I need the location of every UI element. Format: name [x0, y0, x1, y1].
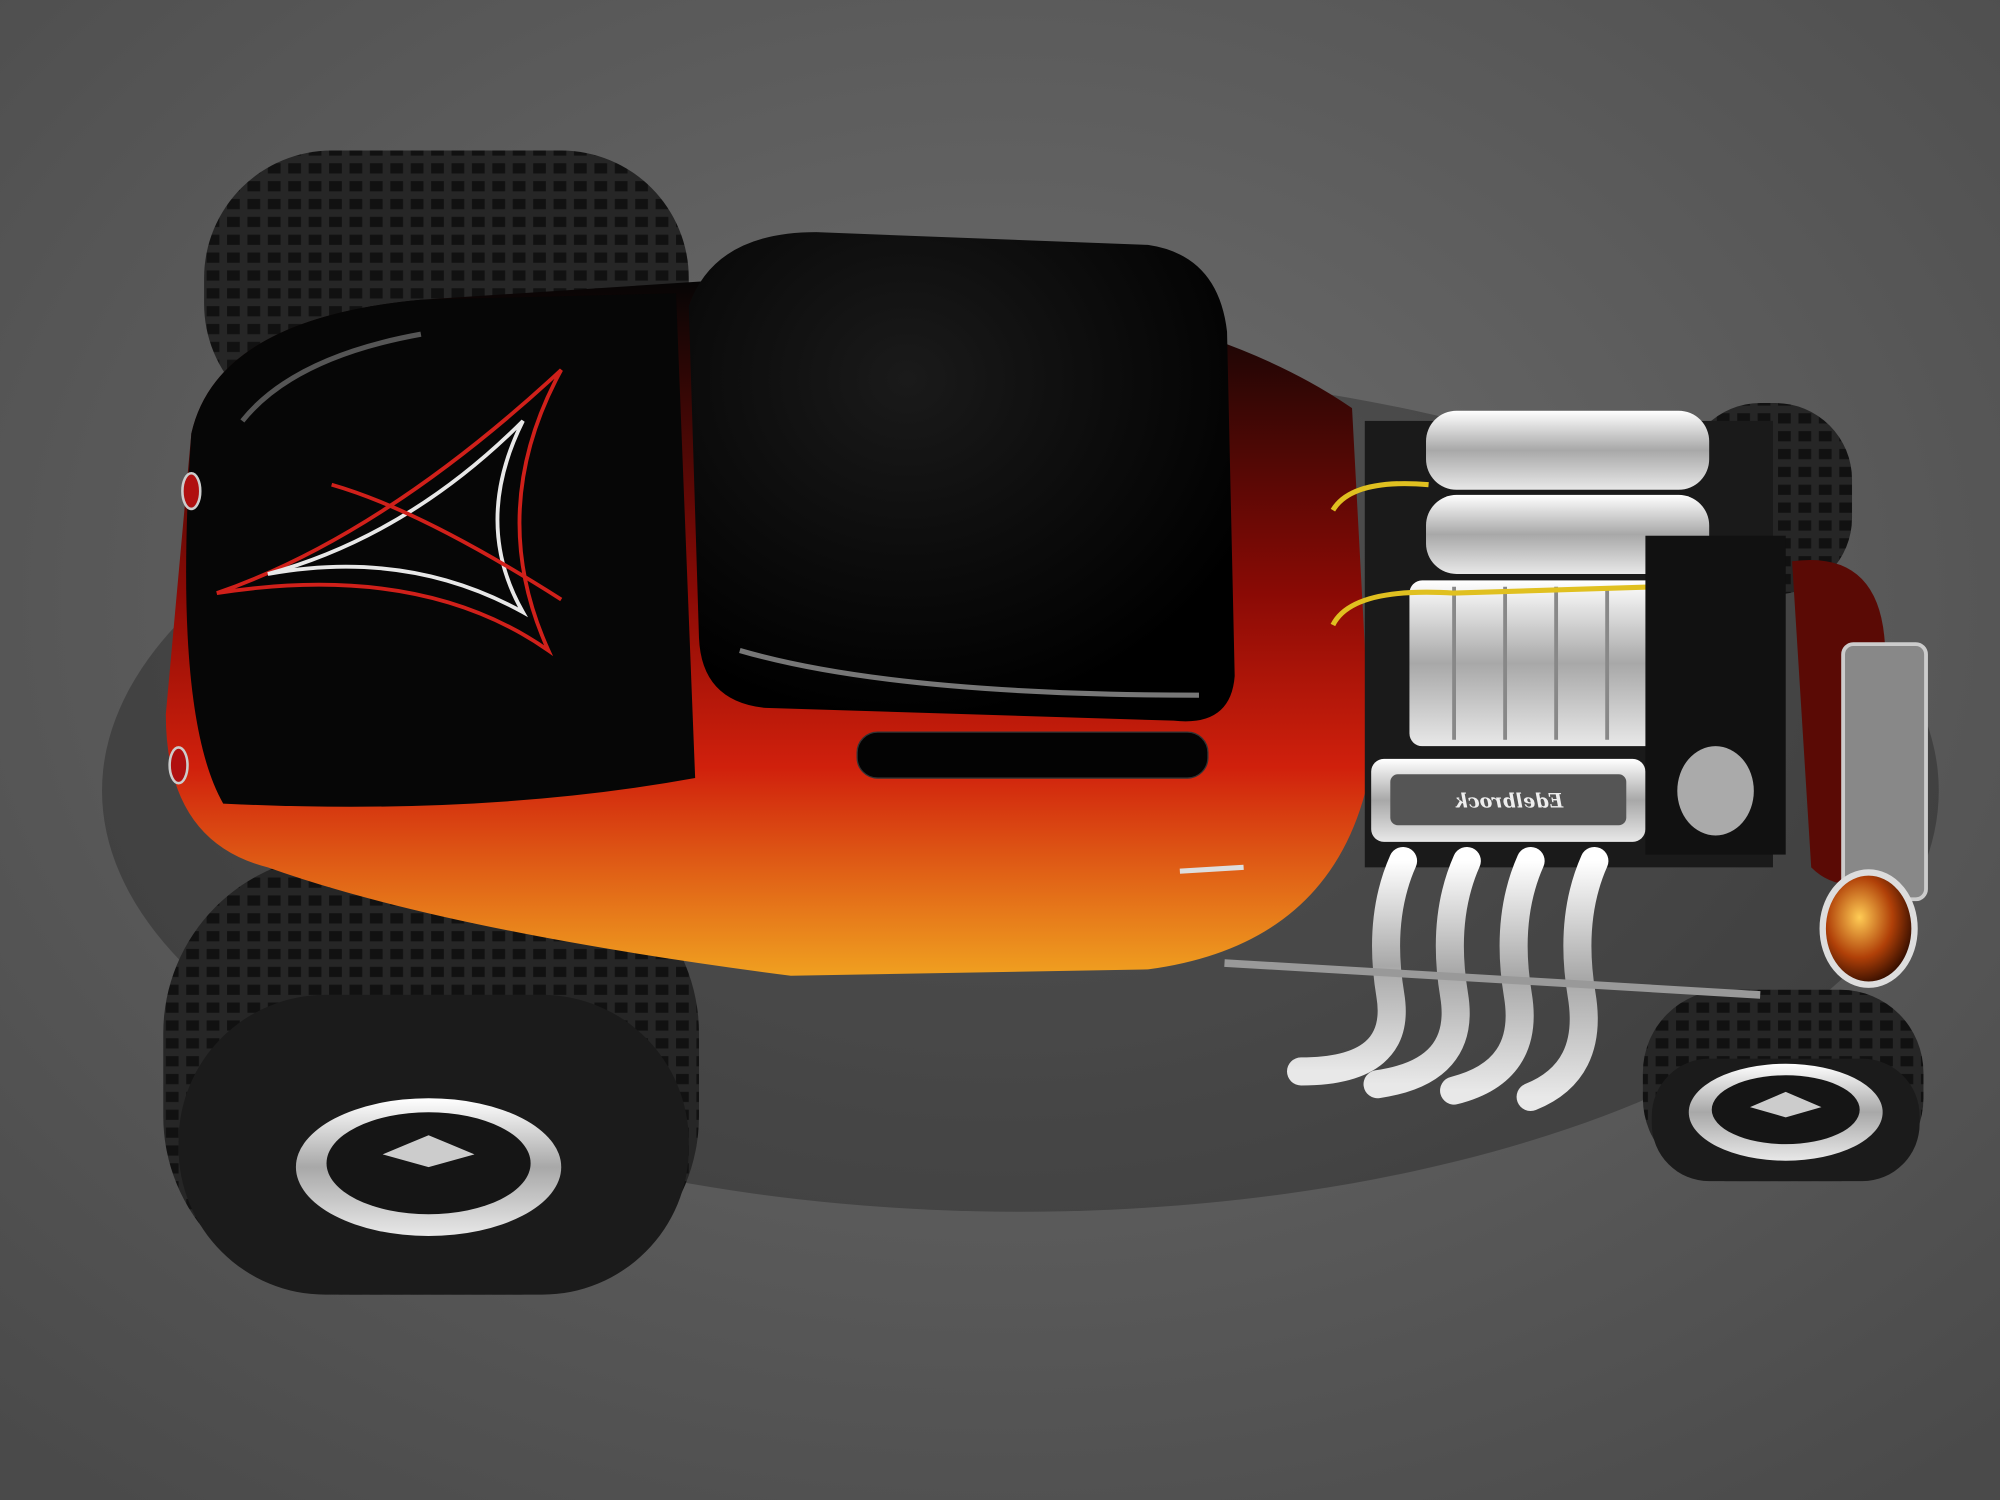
fuel-line — [1330, 481, 1659, 627]
tail-light-bottom — [168, 746, 189, 785]
radiator-grille — [1841, 642, 1928, 902]
headlight — [1819, 869, 1918, 988]
intake-logo: Edelbrock — [1455, 789, 1564, 812]
roof-highlight — [739, 648, 1199, 698]
rear-deck-highlight — [240, 331, 422, 423]
spinner-icon — [382, 1135, 475, 1168]
pinstripe-art — [216, 368, 563, 657]
front-axle — [1224, 959, 1761, 999]
rear-deck — [186, 293, 696, 807]
rear-window — [856, 731, 1209, 779]
tail-light-top — [181, 471, 202, 511]
air-scoop-1 — [1426, 410, 1710, 490]
engine: Edelbrock — [1330, 410, 1786, 868]
front-tire-bottom — [1642, 989, 1924, 1182]
exhaust-headers — [1286, 846, 1609, 1111]
roof — [688, 232, 1235, 722]
door-handle — [1179, 864, 1244, 874]
air-scoop-2 — [1426, 494, 1710, 574]
rear-tire-bottom — [163, 854, 699, 1295]
supercharger — [1409, 580, 1678, 747]
